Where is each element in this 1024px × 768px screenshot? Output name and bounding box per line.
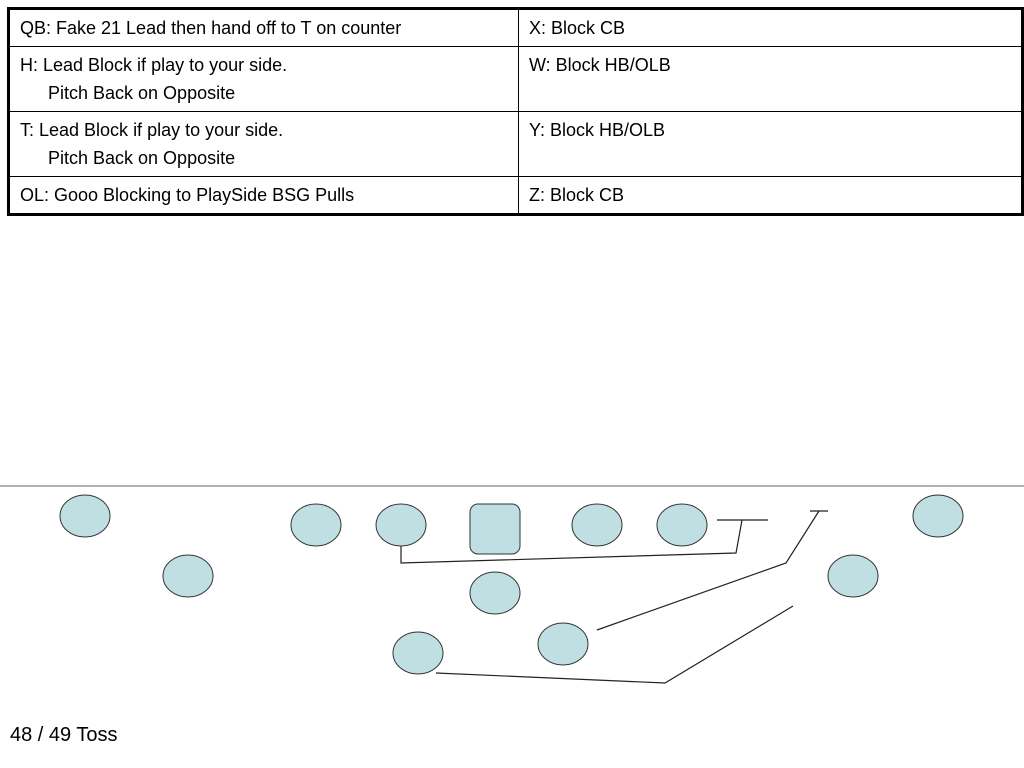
player-x (59, 494, 111, 538)
player-w (162, 554, 214, 598)
routes (400, 510, 828, 684)
table-row: QB: Fake 21 Lead then hand off to T on c… (8, 8, 1023, 47)
assignment-cell-y: Y: Block HB/OLB (518, 111, 1023, 177)
player-t (537, 622, 589, 666)
assignment-table: QB: Fake 21 Lead then hand off to T on c… (7, 7, 1024, 216)
player-h (392, 631, 444, 675)
h-lead-route (435, 605, 794, 684)
assignment-cell-ol: OL: Gooo Blocking to PlaySide BSG Pulls (8, 176, 519, 215)
assignment-text: Y: Block HB/OLB (529, 120, 666, 140)
player-z (912, 494, 964, 538)
guard-pull-route (400, 519, 743, 564)
table-row: H: Lead Block if play to your side. Pitc… (8, 46, 1023, 112)
assignment-cell-h: H: Lead Block if play to your side. Pitc… (8, 46, 519, 112)
player-y (827, 554, 879, 598)
table-row: OL: Gooo Blocking to PlaySide BSG Pulls … (8, 176, 1023, 215)
t-counter-route (596, 510, 820, 631)
slide-label: 48 / 49 Toss (10, 724, 118, 746)
player-right-tackle (656, 503, 708, 547)
player-center (469, 503, 521, 555)
assignment-text: QB: Fake 21 Lead then hand off to T on c… (20, 18, 402, 38)
assignment-subtext: Pitch Back on Opposite (48, 83, 236, 103)
assignment-text: W: Block HB/OLB (529, 55, 671, 75)
assignment-text: OL: Gooo Blocking to PlaySide BSG Pulls (20, 185, 355, 205)
assignment-cell-x: X: Block CB (518, 8, 1023, 47)
assignment-text: X: Block CB (529, 18, 626, 38)
assignment-subtext: Pitch Back on Opposite (48, 148, 236, 168)
assignment-text: Z: Block CB (529, 185, 625, 205)
table-row: T: Lead Block if play to your side. Pitc… (8, 111, 1023, 177)
player-left-guard (375, 503, 427, 547)
player-qb (469, 571, 521, 615)
player-right-guard (571, 503, 623, 547)
player-left-tackle (290, 503, 342, 547)
assignment-cell-t: T: Lead Block if play to your side. Pitc… (8, 111, 519, 177)
assignment-text: T: Lead Block if play to your side. (20, 120, 284, 140)
players (59, 494, 964, 675)
assignment-cell-z: Z: Block CB (518, 176, 1023, 215)
assignment-text: H: Lead Block if play to your side. (20, 55, 288, 75)
